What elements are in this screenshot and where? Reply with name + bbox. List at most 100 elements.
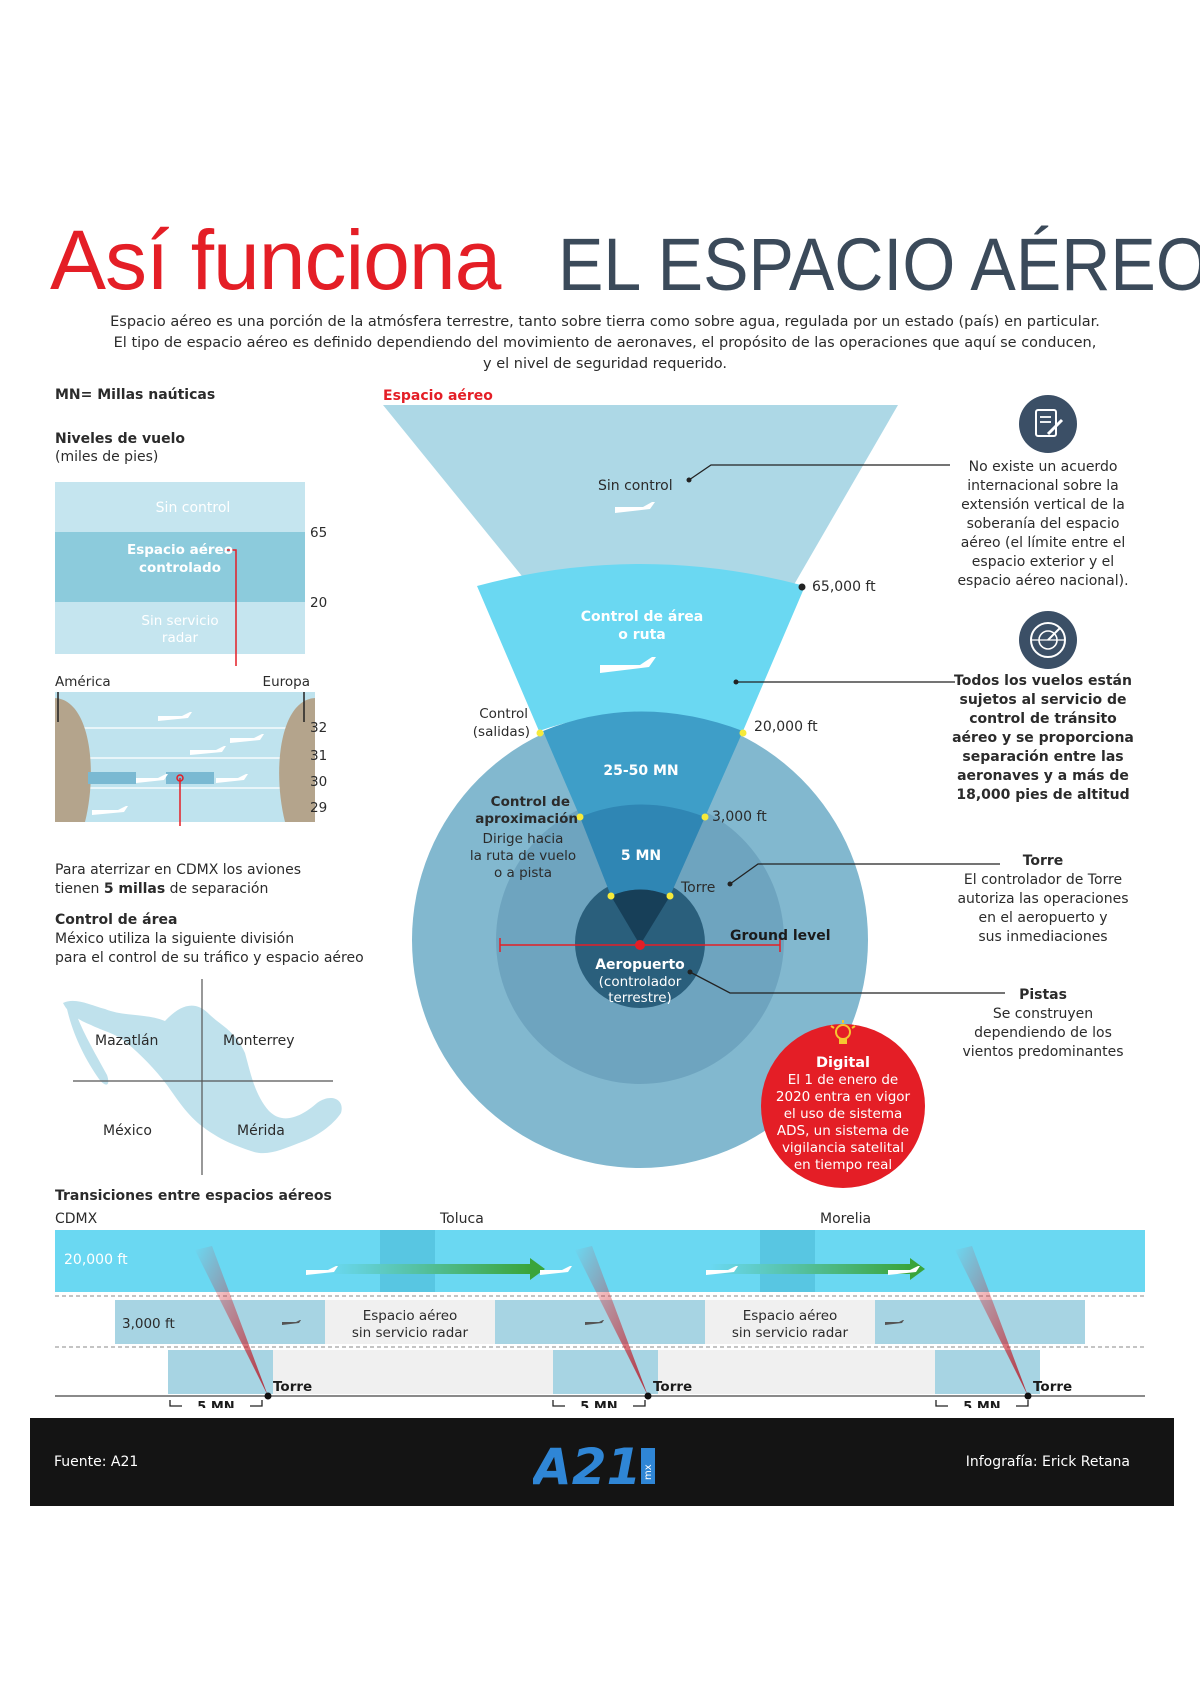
ft-3000-label: 3,000 ft <box>712 809 767 825</box>
aprox-label-5: o a pista <box>494 865 552 881</box>
airspace-label: Espacio aéreo <box>383 388 493 404</box>
cone-5mn <box>580 804 705 896</box>
lightbulb-icon <box>830 1020 856 1044</box>
cone-torre-label: Torre <box>680 880 715 896</box>
footer-source: Fuente: A21 <box>54 1454 139 1470</box>
ft-20000-transition-label: 20,000 ft <box>64 1252 128 1268</box>
no-radar-a-label-2: sin servicio radar <box>352 1325 469 1341</box>
plane-sin-control-icon <box>615 502 655 513</box>
no-radar-a-label-1: Espacio aéreo <box>363 1308 458 1324</box>
torre-morelia-label: Torre <box>1033 1379 1072 1395</box>
landing-note-1: Para aterrizar en CDMX los aviones <box>55 862 302 878</box>
ground-level-label: Ground level <box>730 928 831 944</box>
beam-toluca <box>575 1246 648 1396</box>
cone-torre <box>611 889 670 945</box>
transitions-title: Transiciones entre espacios aéreos <box>55 1188 332 1204</box>
salidas-label-1: Control <box>479 706 528 722</box>
a21-logo: A21 mx <box>533 1442 655 1492</box>
band-mid-label-1: Espacio aéreo <box>127 542 233 558</box>
cone-control-area <box>477 564 805 731</box>
no-radar-b-label-1: Espacio aéreo <box>743 1308 838 1324</box>
america-landmass <box>55 698 91 822</box>
airspace-cone-diagram: Espacio aéreo Sin control Control de áre… <box>383 388 1005 1168</box>
ring-25-50-label: 25-50 MN <box>603 763 678 779</box>
no-radar-b-label-2: sin servicio radar <box>732 1325 849 1341</box>
footer-bar <box>30 1418 1174 1506</box>
aeropuerto-label-1: Aeropuerto <box>595 957 685 973</box>
landing-note-2: tienen 5 millas de separación <box>55 881 269 897</box>
tick-20: 20 <box>310 595 327 611</box>
logo-text: A21 <box>533 1442 641 1492</box>
no-radar-a <box>325 1300 495 1344</box>
tick-32: 32 <box>310 720 327 736</box>
footer-credit: Infografía: Erick Retana <box>965 1454 1130 1470</box>
intro-text: Espacio aéreo es una porción de la atmós… <box>110 314 1100 372</box>
airplane-icons <box>92 712 264 815</box>
band-3000-c <box>875 1300 1085 1344</box>
cone-25-50 <box>543 711 743 817</box>
transition-plane-icons <box>306 1266 920 1275</box>
aprox-label-2: aproximación <box>475 811 578 827</box>
levels-subtitle: (miles de pies) <box>55 449 159 465</box>
radar-icon <box>1019 611 1077 669</box>
plane-control-area-icon <box>600 657 656 673</box>
europa-landmass <box>279 698 315 822</box>
ft-65000-label: 65,000 ft <box>812 579 876 595</box>
digital-badge <box>761 1024 925 1188</box>
cone-sin-control <box>383 405 898 602</box>
beam-cdmx <box>195 1246 268 1396</box>
mn-scale-morelia: 5 MN <box>963 1400 1000 1408</box>
area-control-line-1: México utiliza la siguiente división <box>55 931 295 947</box>
no-radar-b <box>705 1300 875 1344</box>
mexico-map: Mazatlán Monterrey México Mérida <box>63 979 342 1175</box>
tick-31: 31 <box>310 748 327 764</box>
aeropuerto-label-2: (controlador <box>599 974 682 990</box>
cone-area-label-2: o ruta <box>618 627 666 643</box>
aprox-label-1: Control de <box>491 794 570 810</box>
ft-3000-transition-label: 3,000 ft <box>122 1316 175 1332</box>
band-sin-radar <box>55 602 305 654</box>
logo-mx: mx <box>643 1464 654 1480</box>
area-control-title: Control de área <box>55 912 178 928</box>
beam-morelia <box>955 1246 1028 1396</box>
flight-levels-diagram: Sin control Espacio aéreo controlado Sin… <box>55 482 327 826</box>
mn-legend: MN= Millas naúticas <box>55 387 216 403</box>
title-part-2: EL ESPACIO AÉREO <box>558 223 1200 306</box>
band-top-label: Sin control <box>156 500 231 516</box>
city-toluca: Toluca <box>440 1211 484 1227</box>
region-merida: Mérida <box>237 1123 285 1139</box>
region-monterrey: Monterrey <box>223 1033 294 1049</box>
tick-30: 30 <box>310 774 327 790</box>
city-cdmx: CDMX <box>55 1211 98 1227</box>
america-label: América <box>55 674 111 690</box>
city-morelia: Morelia <box>820 1211 872 1227</box>
cone-area-label-1: Control de área <box>581 609 703 625</box>
aprox-label-3: Dirige hacia <box>483 831 564 847</box>
band-low-label-1: Sin servicio <box>141 613 218 629</box>
small-plane-icons <box>282 1320 904 1325</box>
ft-20000-label: 20,000 ft <box>754 719 818 735</box>
aeropuerto-label-3: terrestre) <box>608 990 672 1006</box>
torre-cdmx-label: Torre <box>273 1379 312 1395</box>
band-sin-control <box>55 482 305 532</box>
aprox-label-4: la ruta de vuelo <box>470 848 576 864</box>
levels-title: Niveles de vuelo <box>55 431 186 447</box>
region-mazatlan: Mazatlán <box>95 1033 158 1049</box>
transitions-diagram: 20,000 ft 3,000 ft Espacio aéreo sin ser… <box>55 1230 1145 1408</box>
mn-scale-cdmx: 5 MN <box>197 1400 234 1408</box>
europa-label: Europa <box>263 674 310 690</box>
tick-65: 65 <box>310 525 327 541</box>
cone-sin-control-label: Sin control <box>598 478 673 494</box>
salidas-label-2: (salidas) <box>473 724 530 740</box>
torre-toluca-label: Torre <box>653 1379 692 1395</box>
mn-scale-toluca: 5 MN <box>580 1400 617 1408</box>
tick-29: 29 <box>310 800 327 816</box>
band-controlado <box>55 532 305 602</box>
airport-marker <box>635 940 645 950</box>
region-mexico: México <box>103 1123 152 1139</box>
